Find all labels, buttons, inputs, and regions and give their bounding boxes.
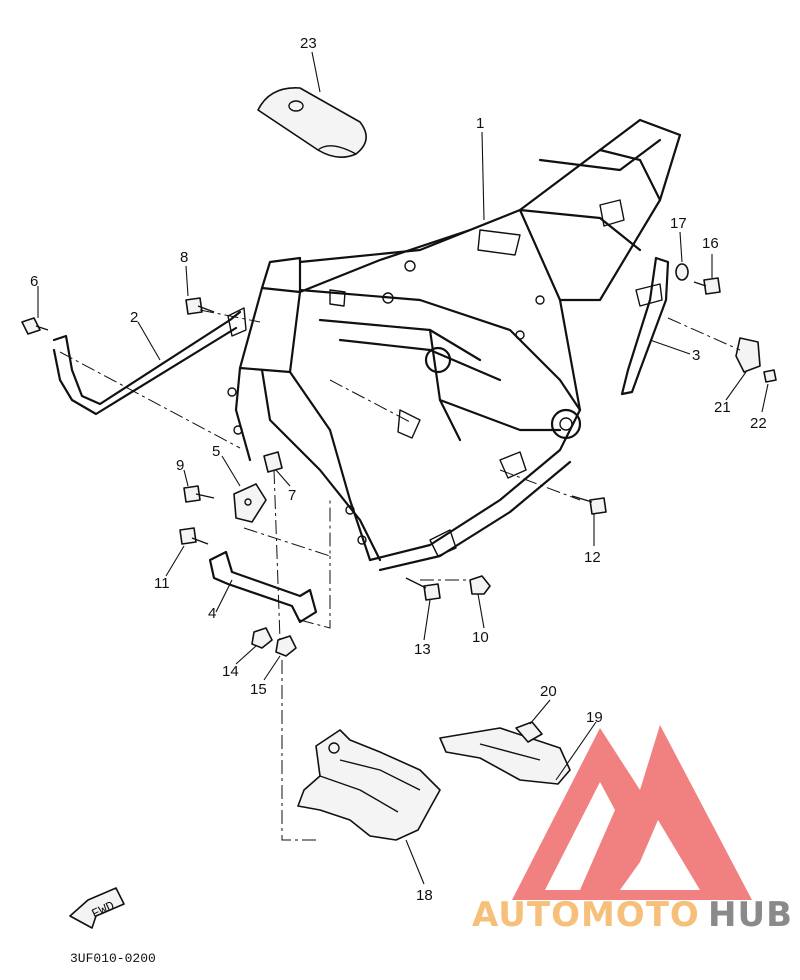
part-19-heat-shield[interactable] bbox=[439, 727, 571, 785]
part-14-nut[interactable] bbox=[251, 627, 273, 649]
part-20-clip[interactable] bbox=[515, 721, 543, 743]
callout-2: 2 bbox=[130, 309, 138, 326]
callout-7: 7 bbox=[288, 487, 296, 504]
part-13-bolt[interactable] bbox=[405, 577, 441, 601]
diagram-code: 3UF010-0200 bbox=[70, 951, 156, 966]
callout-labels: 23 1 2 3 4 5 6 7 8 9 10 11 12 13 14 15 1… bbox=[30, 35, 767, 904]
watermark-logo-mark bbox=[512, 725, 752, 900]
callout-4: 4 bbox=[208, 605, 216, 622]
part-1-main-frame[interactable] bbox=[227, 118, 682, 572]
part-15-nut[interactable] bbox=[275, 635, 297, 657]
part-11-bolt[interactable] bbox=[179, 527, 209, 545]
callout-8: 8 bbox=[180, 249, 188, 266]
part-17-washer[interactable] bbox=[675, 263, 689, 281]
part-21-bracket-block[interactable] bbox=[735, 337, 761, 373]
part-4-lower-bracket[interactable] bbox=[208, 550, 318, 624]
callout-18: 18 bbox=[416, 887, 433, 904]
part-10-nut[interactable] bbox=[469, 575, 491, 595]
callout-9: 9 bbox=[176, 457, 184, 474]
watermark-text-left: AUTOMOTO bbox=[472, 895, 700, 935]
callout-6: 6 bbox=[30, 273, 38, 290]
callout-14: 14 bbox=[222, 663, 239, 680]
callout-1: 1 bbox=[476, 115, 484, 132]
watermark-logo bbox=[512, 725, 752, 900]
part-9-bolt[interactable] bbox=[183, 485, 215, 503]
callout-5: 5 bbox=[212, 443, 220, 460]
callout-21: 21 bbox=[714, 399, 731, 416]
part-16-bolt[interactable] bbox=[693, 277, 721, 295]
alignment-lines bbox=[59, 309, 741, 841]
part-23-cover-pad[interactable] bbox=[257, 87, 367, 158]
callout-15: 15 bbox=[250, 681, 267, 698]
callout-3: 3 bbox=[692, 347, 700, 364]
part-8-bolt[interactable] bbox=[185, 297, 215, 315]
part-22-screw[interactable] bbox=[763, 369, 777, 383]
callout-22: 22 bbox=[750, 415, 767, 432]
part-5-engine-plate[interactable] bbox=[233, 483, 267, 523]
part-7-collar[interactable] bbox=[263, 451, 283, 473]
part-6-bolt[interactable] bbox=[21, 317, 49, 335]
watermark-text-right: HUB bbox=[708, 895, 793, 935]
part-3-side-bracket[interactable] bbox=[620, 256, 670, 396]
callout-20: 20 bbox=[540, 683, 557, 700]
part-12-bolt[interactable] bbox=[571, 495, 607, 515]
part-2-front-bar[interactable] bbox=[52, 307, 247, 416]
callout-11: 11 bbox=[154, 575, 170, 592]
fwd-direction-arrow bbox=[69, 887, 125, 929]
callout-12: 12 bbox=[584, 549, 601, 566]
callout-13: 13 bbox=[414, 641, 431, 658]
callout-19: 19 bbox=[586, 709, 603, 726]
callout-10: 10 bbox=[472, 629, 489, 646]
callout-17: 17 bbox=[670, 215, 687, 232]
callout-16: 16 bbox=[702, 235, 719, 252]
leader-lines bbox=[37, 51, 769, 885]
callout-23: 23 bbox=[300, 35, 317, 52]
part-18-lower-cover[interactable] bbox=[297, 729, 441, 841]
